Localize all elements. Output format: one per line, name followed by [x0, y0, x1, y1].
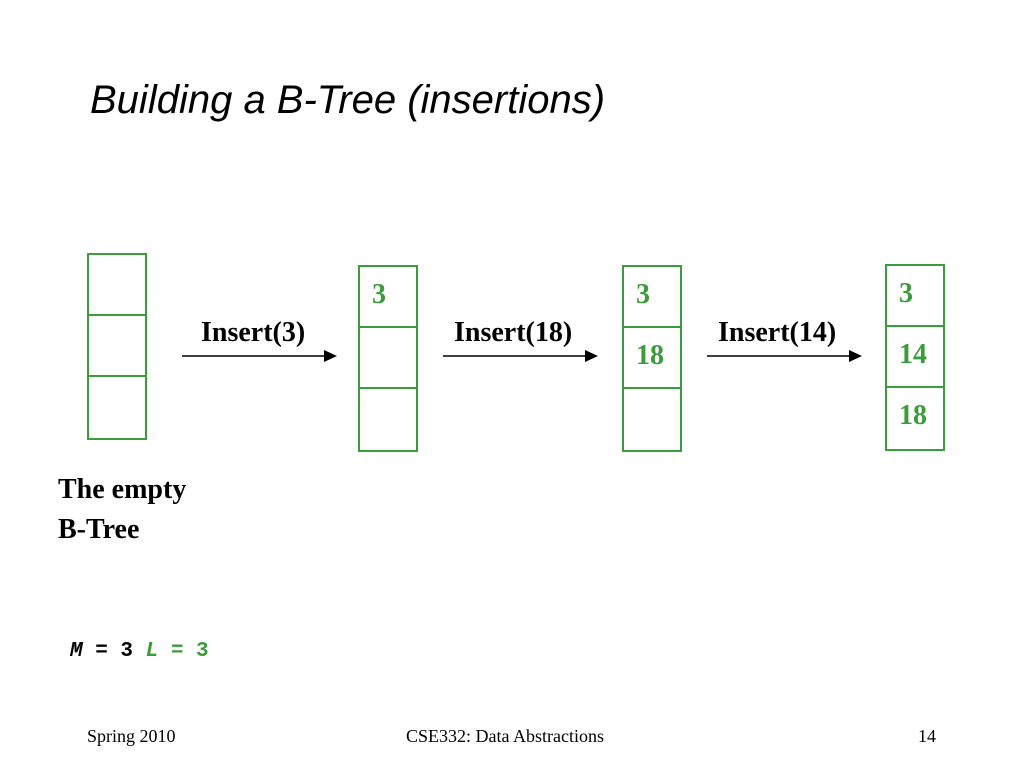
right-arrow-icon	[182, 350, 337, 362]
btree-node-after-insert-18: 3 18	[622, 265, 682, 452]
node-slot	[624, 389, 680, 450]
m-parameter-value: = 3	[82, 640, 146, 663]
node-slot: 3	[624, 267, 680, 328]
caption-line: The empty	[58, 474, 187, 505]
footer-date: Spring 2010	[87, 726, 176, 746]
btree-node-after-insert-3: 3	[358, 265, 418, 452]
operation-label-insert-3: Insert(3)	[201, 317, 306, 348]
caption-line: B-Tree	[58, 514, 140, 545]
footer-page-number: 14	[918, 726, 936, 746]
right-arrow-icon	[707, 350, 862, 362]
l-parameter-name: L	[145, 640, 159, 663]
operation-label-insert-14: Insert(14)	[718, 317, 837, 348]
node-slot: 3	[887, 266, 943, 327]
btree-node-empty	[87, 253, 147, 440]
node-slot: 3	[360, 267, 416, 328]
node-slot	[360, 328, 416, 389]
operation-label-insert-18: Insert(18)	[454, 317, 573, 348]
node-slot: 18	[624, 328, 680, 389]
node-slot	[360, 389, 416, 450]
node-slot: 14	[887, 327, 943, 388]
footer-course: CSE332: Data Abstractions	[406, 726, 604, 746]
node-slot	[89, 255, 145, 316]
node-slot	[89, 377, 145, 438]
tree-parameters: M = 3 L = 3	[70, 638, 209, 666]
right-arrow-icon	[443, 350, 598, 362]
node-slot	[89, 316, 145, 377]
btree-node-after-insert-14: 3 14 18	[885, 264, 945, 451]
m-parameter-name: M	[70, 640, 83, 663]
empty-tree-caption: The empty B-Tree	[58, 470, 186, 550]
l-parameter-value: = 3	[158, 640, 209, 663]
slide-title: Building a B-Tree (insertions)	[90, 78, 606, 122]
node-slot: 18	[899, 400, 927, 431]
